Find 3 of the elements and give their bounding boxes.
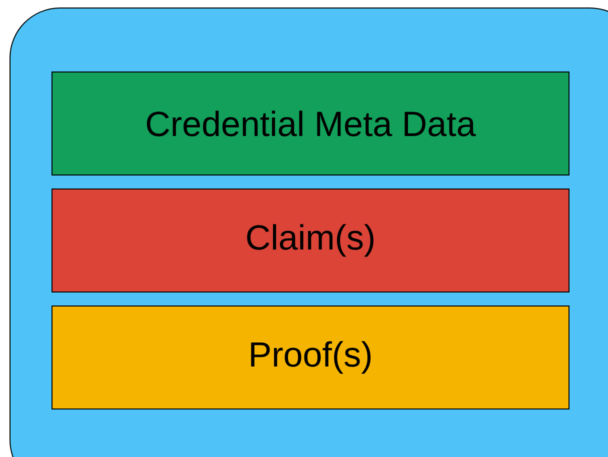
layer-box: Claim(s) xyxy=(52,188,570,292)
layer-box: Proof(s) xyxy=(52,305,570,410)
layer-box: Credential Meta Data xyxy=(52,72,570,176)
